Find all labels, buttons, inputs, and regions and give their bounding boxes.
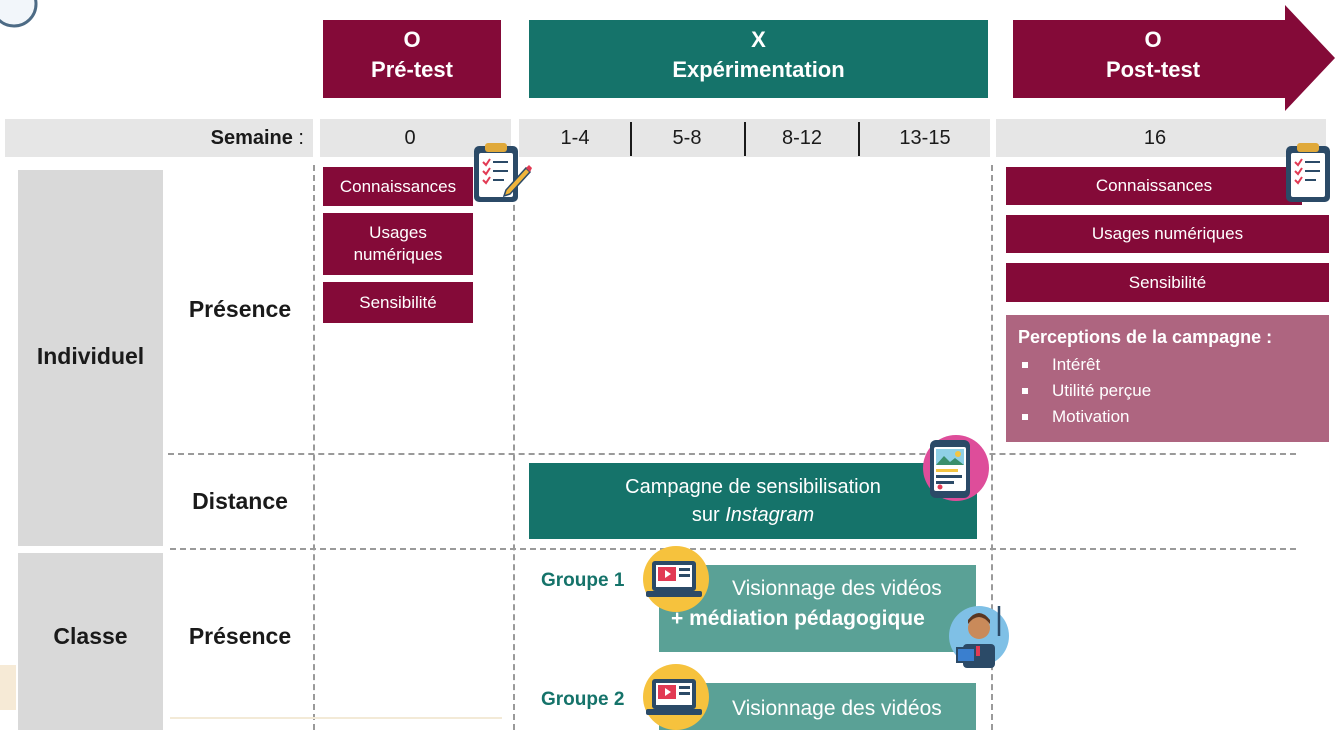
decorative-circle-icon xyxy=(0,0,38,28)
posttest-connaissances: Connaissances xyxy=(1006,167,1302,205)
campaign-line1: Campagne de sensibilisation xyxy=(625,476,881,498)
phase-posttest-arrow xyxy=(1013,5,1335,111)
campaign-box: Campagne de sensibilisation sur Instagra… xyxy=(529,463,977,539)
week-separator xyxy=(744,122,746,156)
row-individuel-label: Individuel xyxy=(36,343,145,369)
phase-experimentation-symbol: X xyxy=(751,27,766,52)
week-16: 16 xyxy=(1143,127,1167,149)
week-0: 0 xyxy=(404,127,416,149)
laptop-video-icon xyxy=(643,664,709,730)
posttest-usages-numeriques: Usages numériques xyxy=(1006,215,1329,253)
row-divider-bottom xyxy=(170,717,502,719)
laptop-video-icon xyxy=(643,546,709,612)
phase-pretest: O Pré-test xyxy=(323,20,501,98)
pretest-usages-numeriques: Usages numériques xyxy=(323,213,473,275)
week-label: Semaine : xyxy=(150,119,310,157)
week-label-colon: : xyxy=(292,127,304,149)
week-13-15: 13-15 xyxy=(899,127,951,149)
perceptions-item: Motivation xyxy=(1018,404,1319,430)
column-divider xyxy=(991,165,993,730)
week-8-12: 8-12 xyxy=(781,127,823,149)
perceptions-item: Utilité perçue xyxy=(1018,378,1319,404)
groupe-1-mediation: + médiation pédagogique xyxy=(671,607,925,630)
pretest-sensibilite: Sensibilité xyxy=(323,282,473,323)
row-classe-bg xyxy=(18,553,163,730)
phase-experimentation-label: Expérimentation xyxy=(672,57,845,82)
row-classe-side-tab xyxy=(0,665,16,710)
week-5-8: 5-8 xyxy=(672,127,702,149)
week-bar-post-bg xyxy=(996,119,1326,157)
phase-posttest-label: Post-test xyxy=(1105,57,1201,82)
groupe-2-text: Visionnage des vidéos xyxy=(732,697,942,720)
phase-experimentation: X Expérimentation xyxy=(529,20,988,98)
posttest-sensibilite: Sensibilité xyxy=(1006,263,1329,302)
subrow-distance: Distance xyxy=(192,488,288,514)
teacher-icon xyxy=(949,606,1009,668)
groupe-1-text: Visionnage des vidéos xyxy=(732,577,942,600)
phone-instagram-icon xyxy=(923,435,989,501)
perceptions-item: Intérêt xyxy=(1018,352,1319,378)
groupe-1-label: Groupe 1 xyxy=(541,570,625,591)
column-divider xyxy=(313,165,315,730)
subrow-presence-individuel: Présence xyxy=(188,296,292,322)
perceptions-title: Perceptions de la campagne : xyxy=(1018,327,1273,347)
week-bar-label-bg xyxy=(5,119,313,157)
row-classe-label: Classe xyxy=(53,623,128,649)
week-1-4: 1-4 xyxy=(560,127,590,149)
checklist-icon xyxy=(1286,143,1330,202)
phase-posttest: O Post-test xyxy=(1013,20,1293,98)
row-individuel-bg xyxy=(18,170,163,546)
campaign-line2: sur Instagram xyxy=(529,501,977,529)
groupe-1-video-box: Visionnage des vidéos + médiation pédago… xyxy=(659,565,976,652)
checklist-icon xyxy=(474,143,532,202)
perceptions-box: Perceptions de la campagne : Intérêt Uti… xyxy=(1006,315,1329,442)
week-separator xyxy=(630,122,632,156)
week-separator xyxy=(858,122,860,156)
phase-pretest-symbol: O xyxy=(403,27,421,52)
subrow-presence-classe: Présence xyxy=(188,623,292,649)
column-divider xyxy=(513,165,515,730)
week-bar-exp-bg xyxy=(519,119,990,157)
week-label-text: Semaine xyxy=(210,127,293,149)
perceptions-list: Intérêt Utilité perçue Motivation xyxy=(1018,352,1319,430)
groupe-2-video-box: Visionnage des vidéos xyxy=(659,683,976,730)
phase-pretest-label: Pré-test xyxy=(371,57,453,82)
campaign-instagram: Instagram xyxy=(725,504,815,526)
row-divider xyxy=(170,548,1296,550)
pretest-connaissances: Connaissances xyxy=(323,167,473,206)
groupe-2-label: Groupe 2 xyxy=(541,689,625,710)
row-divider xyxy=(168,453,1296,455)
campaign-line2-prefix: sur xyxy=(691,504,726,526)
phase-posttest-symbol: O xyxy=(1144,27,1162,52)
